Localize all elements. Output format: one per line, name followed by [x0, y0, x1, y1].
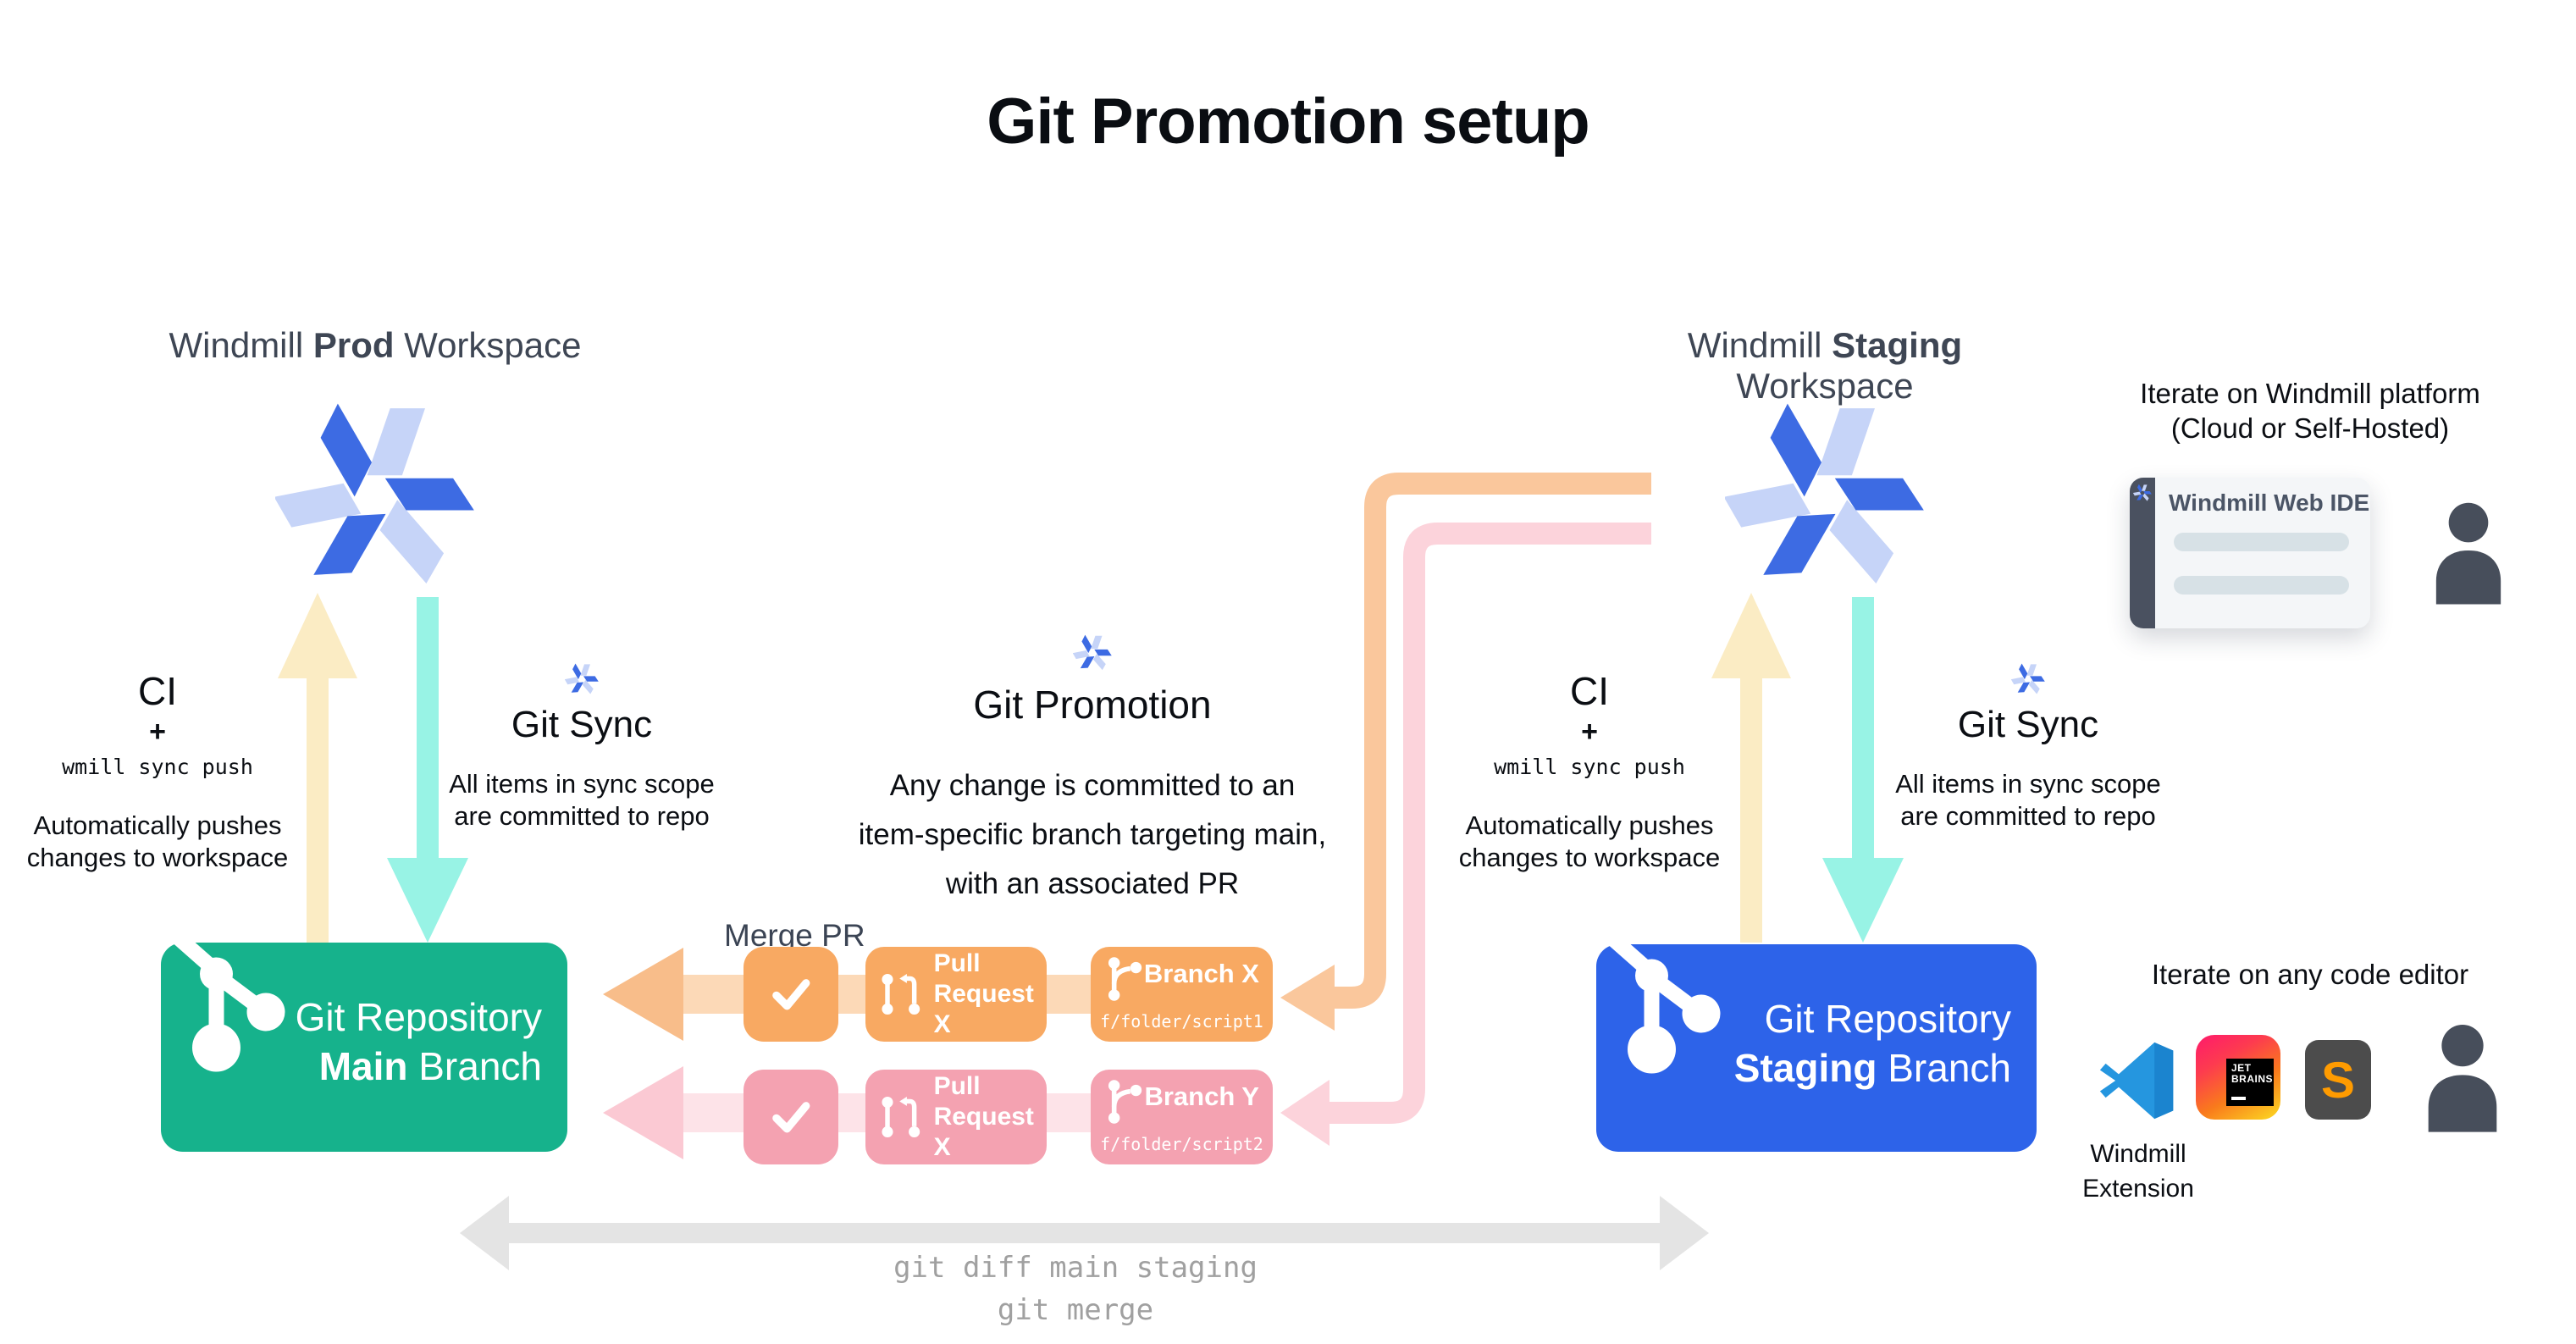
main-repo-label-line1: Git Repository: [295, 995, 542, 1039]
web-ide-sidebar: [2130, 478, 2155, 628]
platform-heading-line2: (Cloud or Self-Hosted): [2170, 412, 2450, 444]
staging-to-branchy-path: [1280, 523, 1651, 1146]
main-repo-branch-bold: Main: [318, 1044, 408, 1088]
branch-icon: [1101, 955, 1148, 1003]
pull-request-label-line1: Pull: [933, 1072, 981, 1100]
person-icon: [2435, 502, 2501, 605]
pull-request-box-row1: Pull Request X: [865, 947, 1047, 1042]
merge-check-box-row2: [744, 1070, 838, 1164]
staging-repo-label-line1: Git Repository: [1764, 997, 2011, 1041]
merge-check-box-row1: [744, 947, 838, 1042]
ci-desc-line1: Automatically pushes: [1465, 810, 1714, 840]
ci-desc-line1: Automatically pushes: [33, 810, 282, 840]
staging-to-branchx-path: [1280, 473, 1651, 1031]
git-sync-desc-line1: All items in sync scope: [449, 769, 715, 799]
windmill-icon: [2133, 484, 2152, 502]
windmill-icon: [2010, 663, 2045, 695]
git-diff-double-arrow: [460, 1196, 1709, 1270]
page-title: Git Promotion setup: [987, 86, 1589, 158]
git-sync-desc-line2: are committed to repo: [1900, 801, 2156, 831]
pull-request-icon: [877, 969, 924, 1020]
git-promotion-desc-line2: item-specific branch targeting main,: [858, 818, 1327, 851]
prod-ci-up-arrow: [278, 593, 357, 943]
ci-desc-line2: changes to workspace: [1458, 843, 1721, 872]
staging-repo-branch-bold: Staging: [1733, 1046, 1877, 1090]
vscode-icon: [2099, 1042, 2174, 1120]
branch-path: f/folder/script2: [1100, 1134, 1263, 1154]
prod-workspace-label: Windmill Prod Workspace: [169, 325, 582, 365]
editor-panel-heading: Iterate on any code editor: [2151, 959, 2469, 990]
staging-ci-up-arrow: [1711, 593, 1791, 943]
prod-gitsync-down-arrow: [387, 597, 468, 943]
git-sync-heading: Git Sync: [511, 704, 653, 745]
staging-ci-block: CI + wmill sync push Automatically pushe…: [1403, 669, 1776, 874]
staging-windmill-logo: [1725, 403, 1924, 591]
person-icon: [2428, 1025, 2497, 1132]
web-ide-title: Windmill Web IDE: [2169, 489, 2370, 516]
prod-ci-block: CI + wmill sync push Automatically pushe…: [0, 669, 344, 874]
branch-path: f/folder/script1: [1100, 1011, 1263, 1032]
platform-heading-line1: Iterate on Windmill platform: [2140, 378, 2480, 409]
pull-request-label-line2: Request X: [933, 1103, 1034, 1161]
pull-request-label-line2: Request X: [933, 980, 1034, 1038]
branch-box-row1: Branch X f/folder/script1: [1091, 947, 1273, 1042]
git-promotion-block: Git Promotion Any change is committed to…: [838, 633, 1346, 909]
staging-gitsync-down-arrow: [1822, 597, 1904, 943]
main-repo-label: Git Repository Main Branch: [161, 993, 542, 1091]
ci-command: wmill sync push: [1494, 755, 1685, 779]
pull-request-icon: [877, 1092, 924, 1142]
ci-heading: CI: [1570, 669, 1609, 713]
git-merge-command-line2: git merge: [997, 1293, 1154, 1327]
git-sync-heading: Git Sync: [1957, 704, 2099, 745]
windmill-extension-label: Windmill Extension: [2032, 1137, 2244, 1206]
git-diff-commands: git diff main staging git merge: [864, 1247, 1287, 1331]
checkmark-icon: [763, 1089, 819, 1145]
web-ide-placeholder-bar: [2174, 576, 2349, 595]
staging-workspace-label: Windmill Staging Workspace: [1687, 325, 1963, 406]
web-ide-placeholder-bar: [2174, 533, 2349, 551]
web-ide-card: Windmill Web IDE: [2130, 478, 2370, 628]
windmill-icon: [1072, 634, 1112, 672]
branch-box-row2: Branch Y f/folder/script2: [1091, 1070, 1273, 1164]
branch-icon: [1101, 1078, 1148, 1126]
ci-plus: +: [149, 716, 166, 748]
git-diff-command-line1: git diff main staging: [893, 1251, 1258, 1285]
platform-panel-heading: Iterate on Windmill platform (Cloud or S…: [2098, 376, 2522, 445]
ci-plus: +: [1581, 716, 1598, 748]
git-sync-desc-line1: All items in sync scope: [1895, 769, 2161, 799]
ci-desc-line2: changes to workspace: [26, 843, 289, 872]
staging-repo-label: Git Repository Staging Branch: [1596, 994, 2011, 1092]
git-promotion-heading: Git Promotion: [973, 683, 1212, 727]
staging-git-sync-block: Git Sync All items in sync scope are com…: [1842, 662, 2214, 832]
pull-request-box-row2: Pull Request X: [865, 1070, 1047, 1164]
ci-command: wmill sync push: [62, 755, 253, 779]
prod-git-sync-block: Git Sync All items in sync scope are com…: [395, 662, 768, 832]
windmill-icon: [564, 663, 599, 695]
sublime-icon: S: [2305, 1040, 2371, 1120]
git-promotion-desc-line3: with an associated PR: [945, 867, 1240, 900]
prod-windmill-logo: [275, 403, 474, 591]
git-promotion-desc-line1: Any change is committed to an: [889, 769, 1296, 802]
extension-label-line1: Windmill: [2090, 1140, 2186, 1168]
branch-name: Branch Y: [1144, 1081, 1259, 1111]
checkmark-icon: [763, 966, 819, 1022]
pull-request-label-line1: Pull: [933, 949, 981, 977]
branch-name: Branch X: [1143, 959, 1259, 988]
git-sync-desc-line2: are committed to repo: [454, 801, 710, 831]
ci-heading: CI: [138, 669, 177, 713]
extension-label-line2: Extension: [2082, 1175, 2194, 1203]
